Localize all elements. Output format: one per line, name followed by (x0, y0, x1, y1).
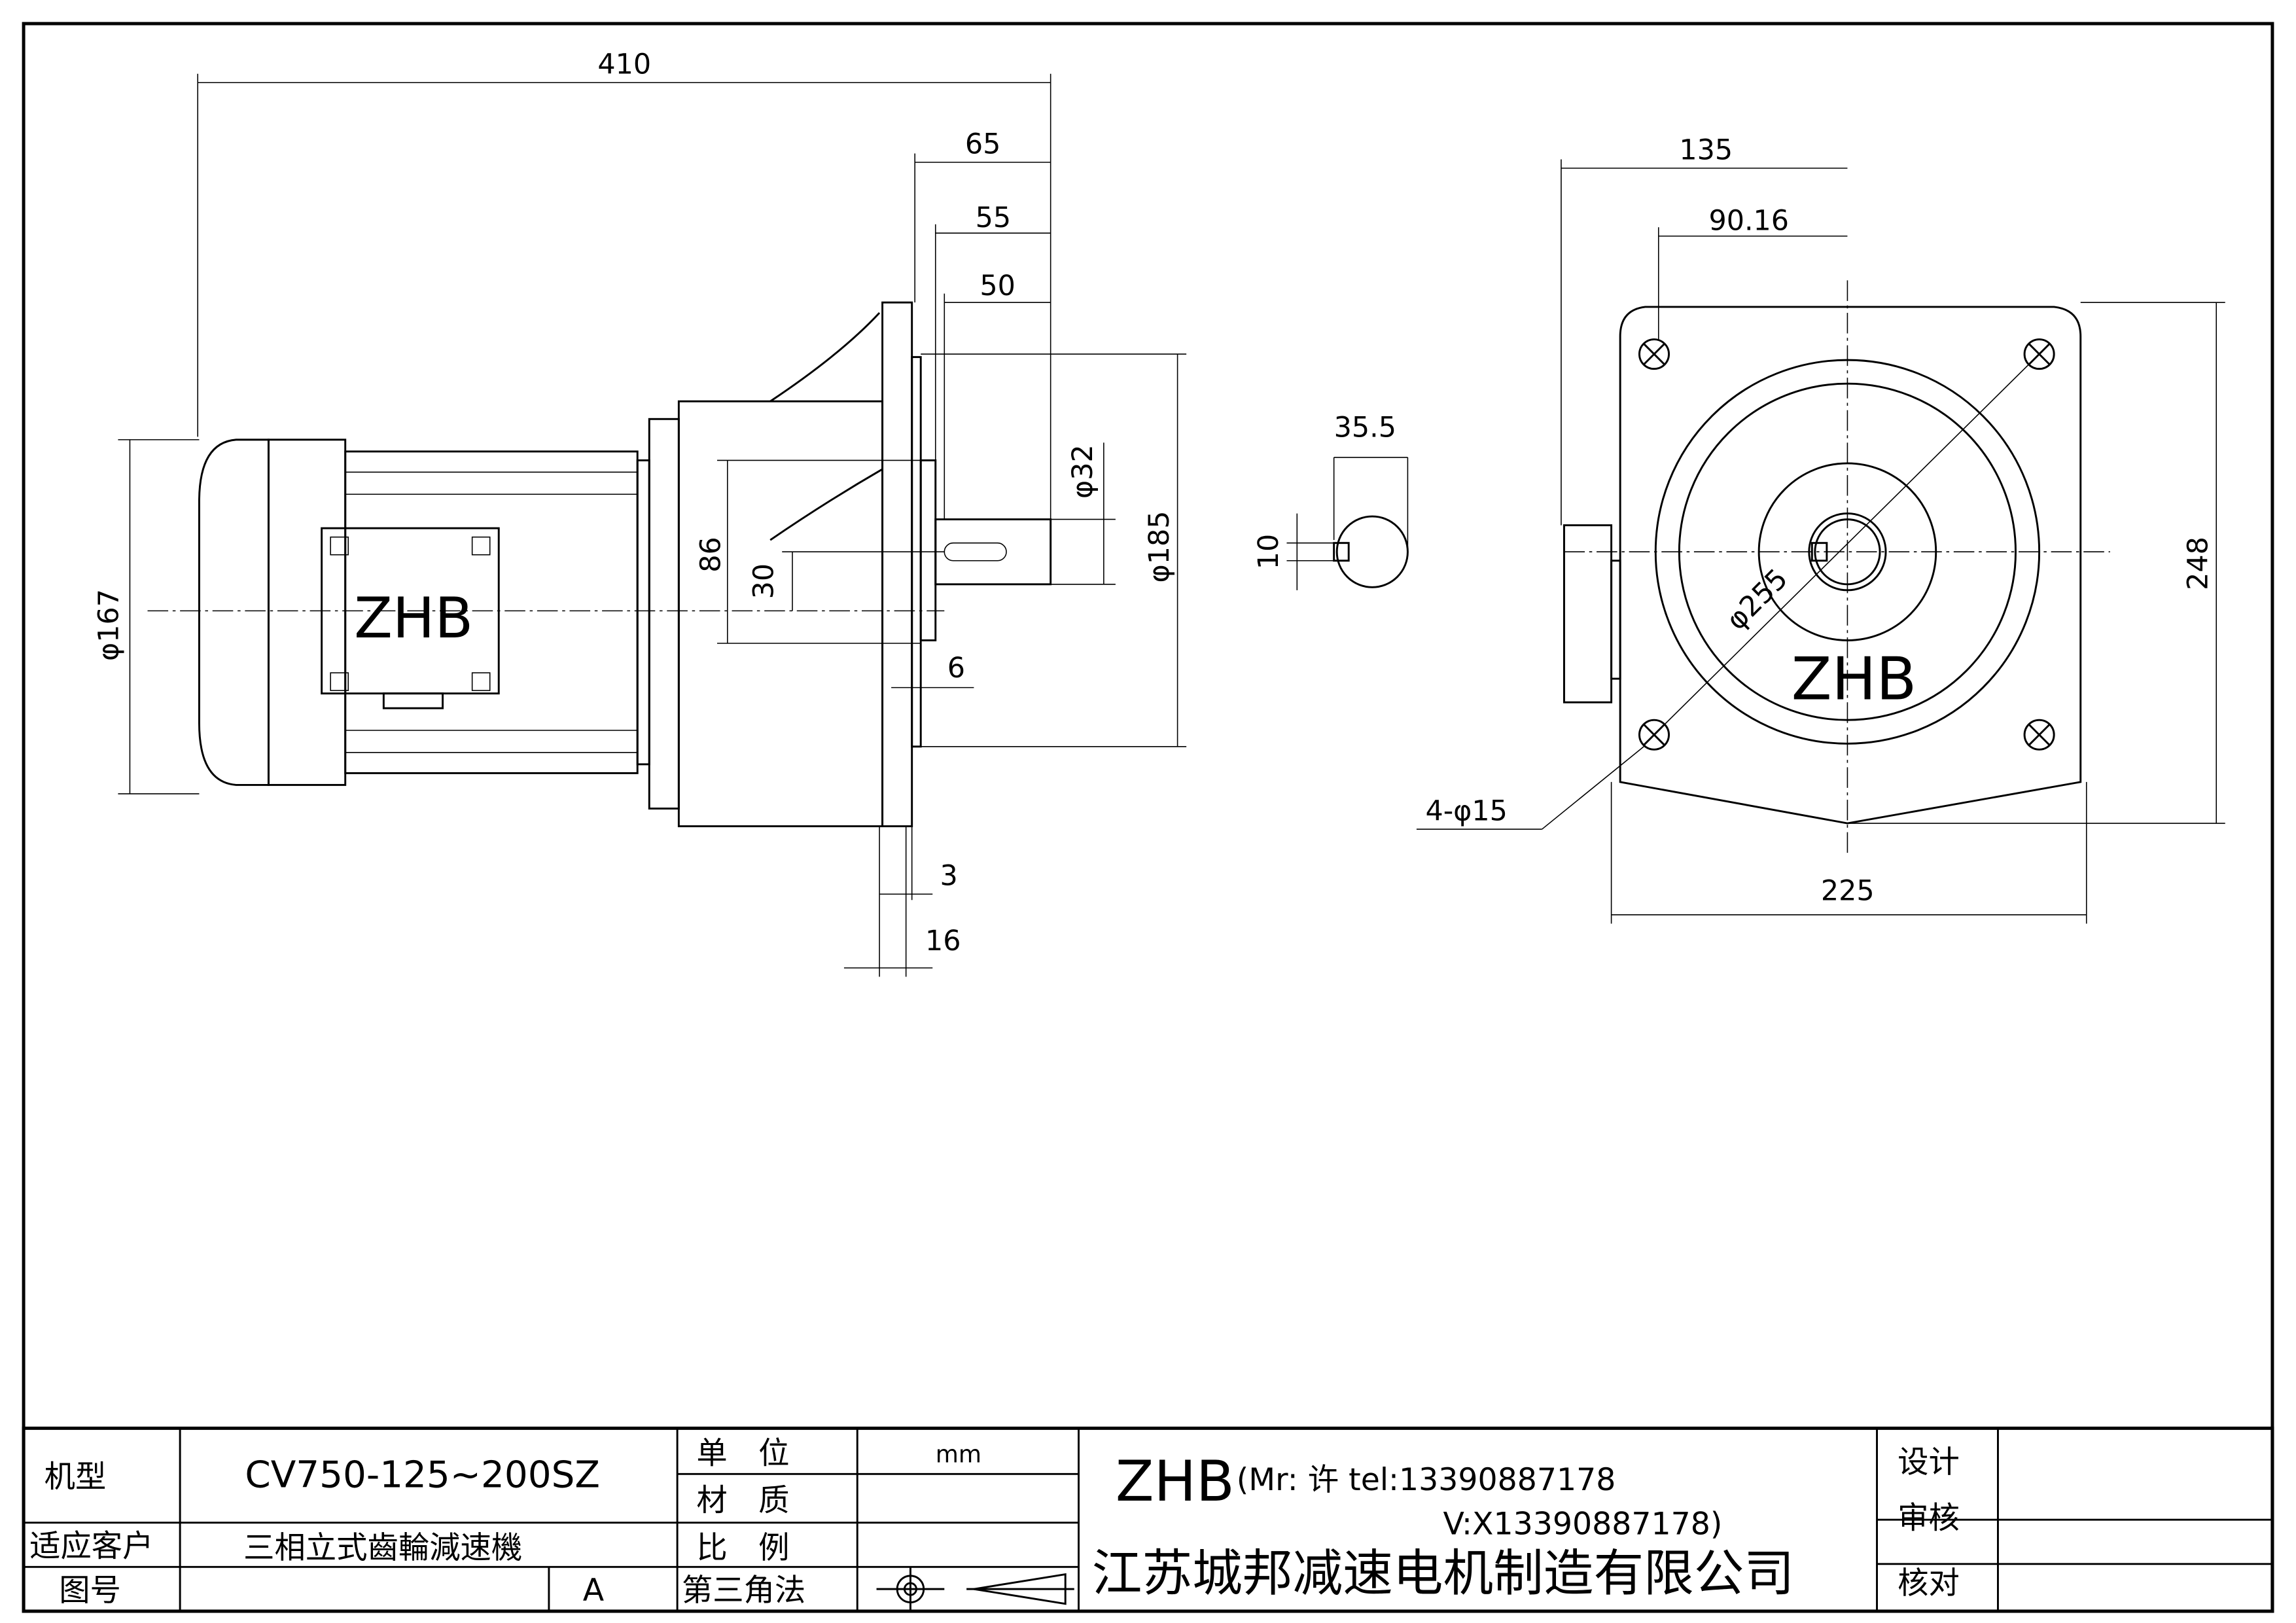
side-view: ZHB 410 65 55 50 φ32 φ185 8 (92, 48, 1187, 977)
motor-fan-cover (198, 438, 270, 786)
projection-label: 第三角法 (682, 1573, 805, 1609)
output-shaft-end (1814, 518, 1881, 586)
dim-motor-dia: φ167 (92, 589, 125, 661)
gearbox-housing (648, 418, 680, 810)
dim-overall-length: 410 (597, 48, 651, 81)
dim-width: 225 (1821, 874, 1875, 907)
third-angle-projection-icon (876, 1567, 1074, 1611)
unit-label: 单 位 (696, 1436, 789, 1472)
dim-50: 50 (980, 270, 1016, 302)
dim-16: 16 (925, 925, 961, 957)
dim-height: 248 (2182, 537, 2215, 590)
review-label: 审核 (1898, 1501, 1960, 1537)
mounting-holes (1638, 338, 2055, 751)
drawing-no-label: 图号 (59, 1573, 121, 1609)
pilot-boss (919, 459, 937, 641)
dim-pilot-dia: φ185 (1143, 511, 1176, 583)
design-label: 设计 (1898, 1444, 1960, 1480)
dim-55: 55 (976, 202, 1012, 234)
dim-35-5: 35.5 (1334, 411, 1396, 444)
side-view-logo: ZHB (354, 586, 473, 651)
front-view-logo: ZHB (1792, 645, 1917, 714)
dim-6: 6 (947, 652, 965, 685)
scale-label: 比 例 (696, 1530, 789, 1566)
dim-10: 10 (1252, 534, 1285, 569)
output-shaft (934, 518, 1052, 586)
mounting-flange (881, 301, 913, 828)
contact-line-2: V:X13390887178) (1443, 1507, 1723, 1543)
customer-label: 适应客户 (29, 1529, 153, 1565)
brand-logo: ZHB (1116, 1449, 1235, 1514)
company-name: 江苏城邦减速电机制造有限公司 (1092, 1544, 1794, 1603)
shaft-key-section: 35.5 10 (1252, 411, 1409, 590)
model-label: 机型 (44, 1459, 107, 1495)
dim-pcd: φ255 (1720, 563, 1794, 637)
unit-value: mm (936, 1440, 981, 1468)
sheet-border (22, 22, 2274, 1613)
contact-line-1: (Mr: 许 tel:13390887178 (1237, 1462, 1616, 1498)
flange-outline (1619, 306, 2082, 825)
dim-3: 3 (940, 860, 958, 893)
side-view-dimensions (118, 73, 1187, 977)
motor-end-ring (267, 438, 347, 786)
revision: A (583, 1573, 604, 1609)
customer-value: 三相立式齒輪減速機 (243, 1530, 522, 1566)
title-block: 机型 CV750-125~200SZ 适应客户 三相立式齒輪減速機 图号 A 单… (22, 1426, 2274, 1613)
dim-65: 65 (965, 128, 1001, 160)
dim-holes: 4-φ15 (1425, 795, 1507, 828)
dim-shaft-dia: φ32 (1067, 444, 1099, 499)
shaft-key (944, 542, 1007, 562)
front-view: 135 90.16 248 φ255 225 4-φ15 ZHB (1416, 134, 2225, 924)
check-label: 核对 (1898, 1565, 1960, 1601)
gearbox-body (677, 400, 884, 828)
dim-90-16: 90.16 (1708, 205, 1789, 238)
terminal-cable-gland (382, 692, 444, 709)
dim-135: 135 (1679, 134, 1733, 166)
front-view-dimensions (1416, 159, 2225, 924)
material-label: 材 质 (696, 1483, 789, 1519)
dim-86: 86 (695, 537, 728, 572)
flange-outer-circle (1654, 359, 2041, 745)
gear-adapter (636, 459, 650, 766)
dim-30: 30 (748, 563, 781, 599)
model-value: CV750-125~200SZ (245, 1454, 600, 1497)
